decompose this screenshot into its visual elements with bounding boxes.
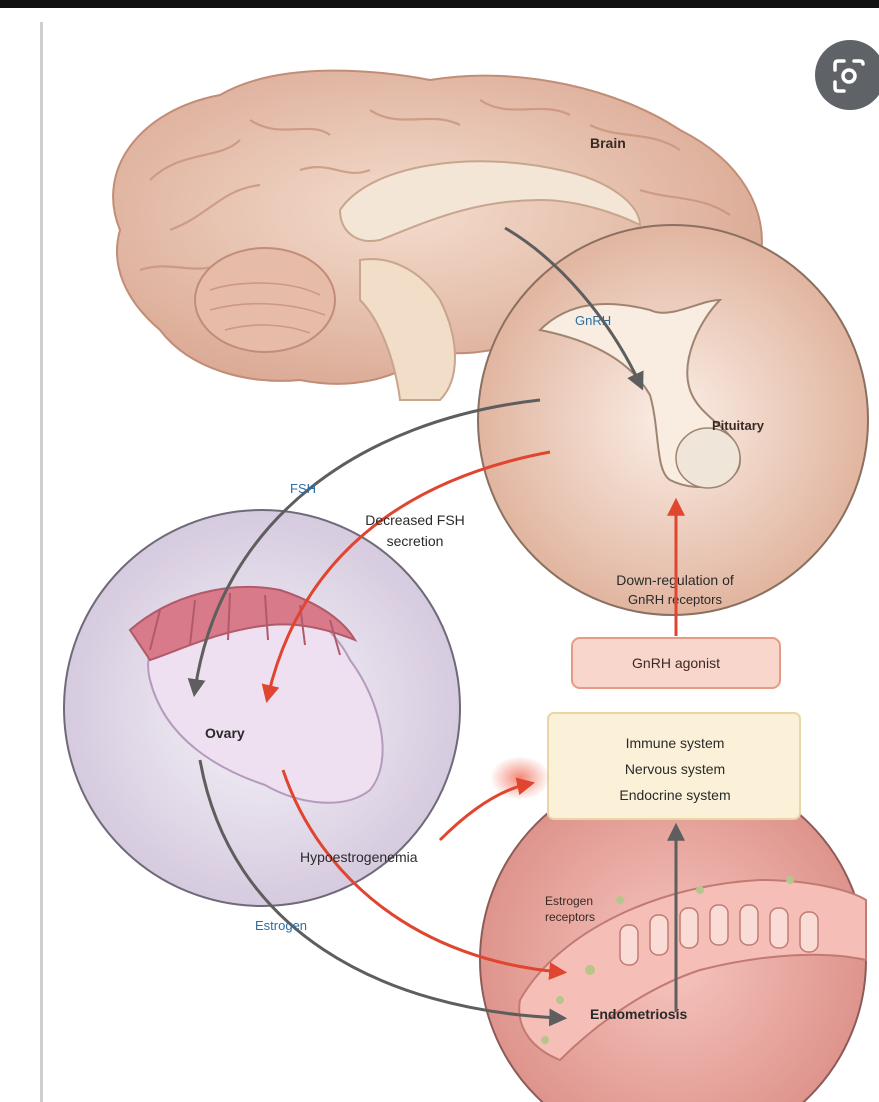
hypoestrogenemia-label: Hypoestrogenemia <box>300 849 418 865</box>
ovary-label: Ovary <box>205 725 245 741</box>
receptors-line2: receptors <box>545 910 595 924</box>
lens-search-icon <box>829 56 869 96</box>
system-endocrine: Endocrine system <box>619 787 730 803</box>
pituitary-zoom-circle <box>478 225 868 615</box>
decreased-fsh-line1: Decreased FSH <box>365 512 465 528</box>
brain-label: Brain <box>590 135 626 151</box>
agonist-label: GnRH agonist <box>632 655 720 671</box>
system-nervous: Nervous system <box>625 761 725 777</box>
system-immune: Immune system <box>626 735 725 751</box>
fsh-label: FSH <box>290 481 316 496</box>
decreased-fsh-line2: secretion <box>387 533 444 549</box>
ovary-zoom-circle <box>64 510 460 906</box>
pituitary-label: Pituitary <box>712 418 765 433</box>
endometriosis-label: Endometriosis <box>590 1006 687 1022</box>
receptors-line1: Estrogen <box>545 894 593 908</box>
lens-search-button[interactable] <box>815 40 879 110</box>
estrogen-label: Estrogen <box>255 918 307 933</box>
